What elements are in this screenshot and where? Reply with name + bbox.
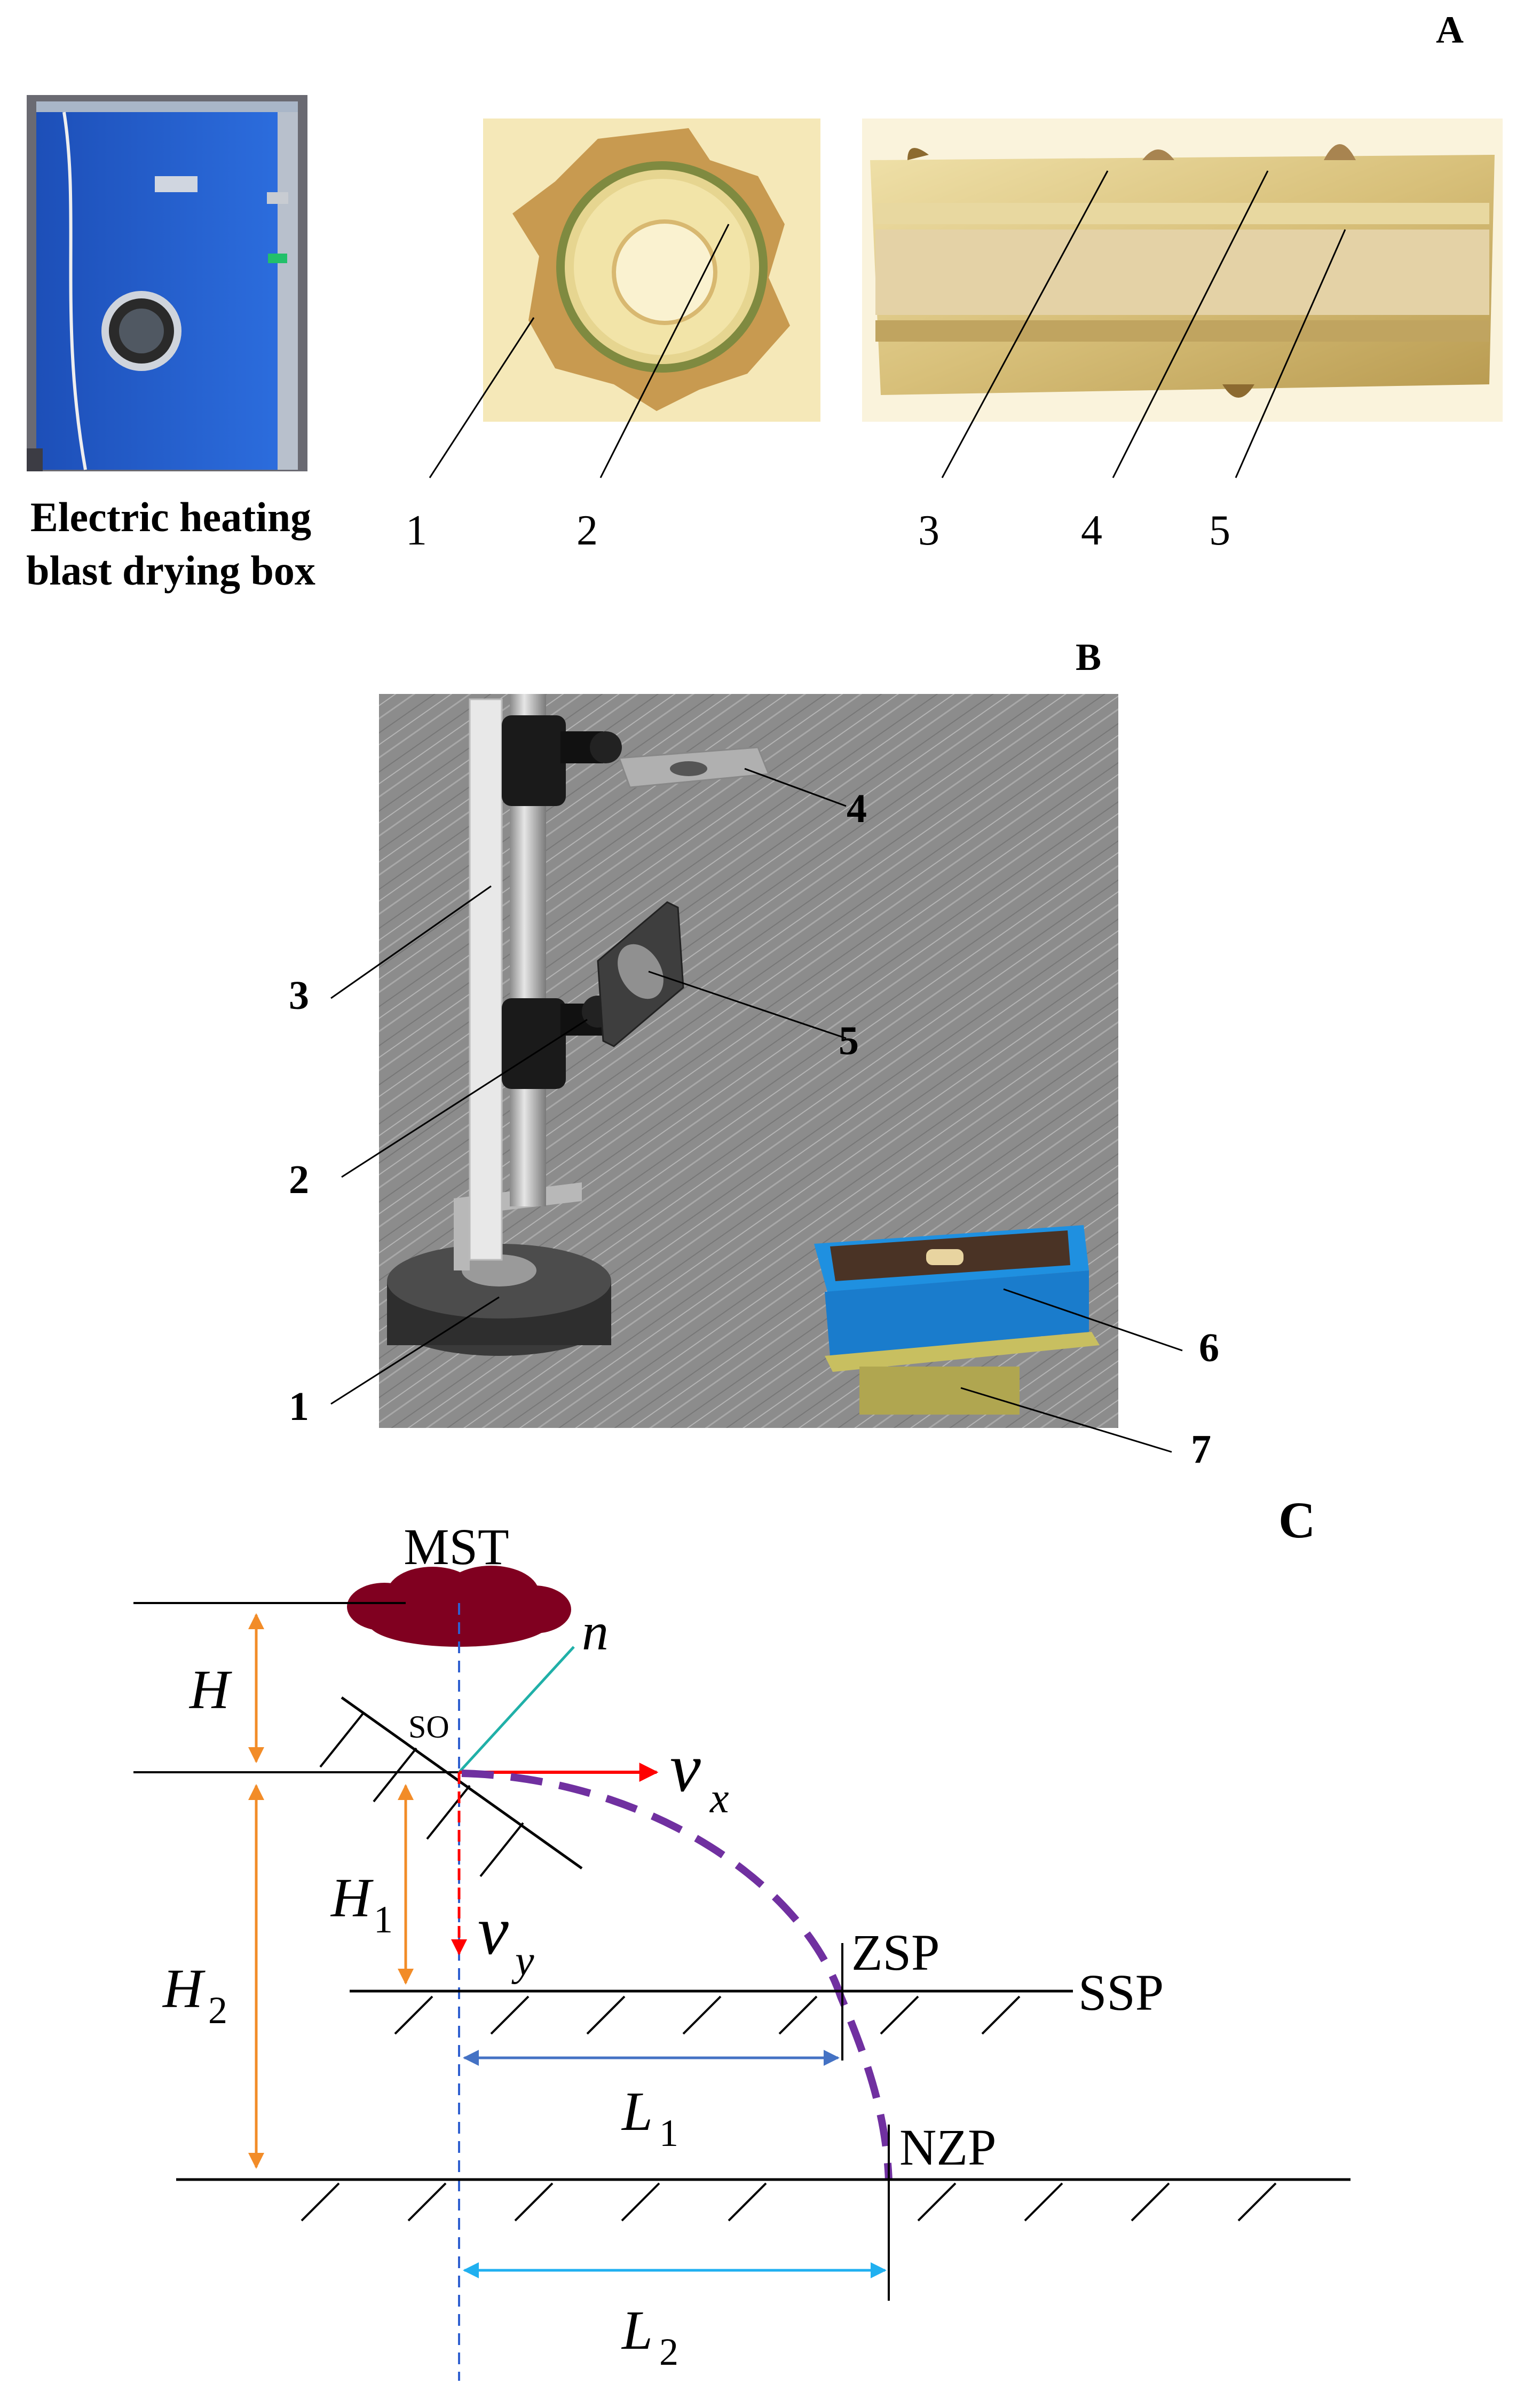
stem-longitudinal-photo: [862, 119, 1503, 422]
ssp-label: SSP: [1078, 1964, 1164, 2021]
panel-b-number-2: 2: [289, 1157, 309, 1202]
h1-label-sub: 1: [374, 1898, 393, 1941]
panel-c: C MST H H 2 H 1 SO: [133, 1491, 1351, 2381]
panel-b-number-4: 4: [847, 786, 867, 831]
seed-outlet-plate: [341, 1696, 583, 1870]
panel-b-label: B: [1076, 636, 1101, 678]
panel-b-number-5: 5: [839, 1019, 859, 1063]
panel-a-number-4: 4: [1081, 507, 1102, 554]
l1-label-sub: 1: [659, 2112, 678, 2154]
stem-cross-section-photo: [483, 119, 820, 422]
l2-label-main: L: [621, 2300, 653, 2361]
n-label: n: [582, 1602, 609, 1661]
panel-a-number-5: 5: [1209, 507, 1230, 554]
h-label: H: [188, 1659, 232, 1720]
panel-a: A Electric heating blast drying box: [26, 9, 1503, 594]
panel-a-number-2: 2: [576, 507, 598, 554]
h1-label-main: H: [330, 1867, 374, 1929]
panel-b: B: [289, 636, 1219, 1472]
panel-b-number-7: 7: [1191, 1427, 1211, 1472]
panel-a-number-1: 1: [406, 507, 427, 554]
so-label: SO: [408, 1709, 449, 1744]
vy-label-main: v: [478, 1892, 509, 1969]
panel-a-number-3: 3: [918, 507, 939, 554]
panel-b-number-6: 6: [1199, 1325, 1219, 1370]
mst-cloud-icon: [347, 1566, 571, 1647]
nzp-label: NZP: [899, 2119, 996, 2176]
panel-b-number-3: 3: [289, 973, 309, 1018]
panel-a-label: A: [1436, 9, 1464, 51]
h2-label-main: H: [162, 1958, 206, 2019]
l1-label-main: L: [621, 2081, 653, 2142]
drying-box-photo: [27, 95, 307, 471]
vy-label-sub: y: [511, 1938, 534, 1985]
vx-label-sub: x: [709, 1775, 729, 1822]
drying-box-caption-line2: blast drying box: [26, 547, 315, 594]
zsp-label: ZSP: [851, 1924, 939, 1981]
panel-b-number-1: 1: [289, 1384, 309, 1429]
seed-trajectory: [461, 1770, 893, 2181]
vx-label-main: v: [670, 1730, 701, 1806]
panel-c-label: C: [1278, 1491, 1315, 1549]
h2-label-sub: 2: [208, 1989, 227, 2032]
normal-line: [458, 1646, 575, 1773]
drying-box-caption-line1: Electric heating: [30, 494, 311, 540]
l2-label-sub: 2: [659, 2331, 678, 2373]
